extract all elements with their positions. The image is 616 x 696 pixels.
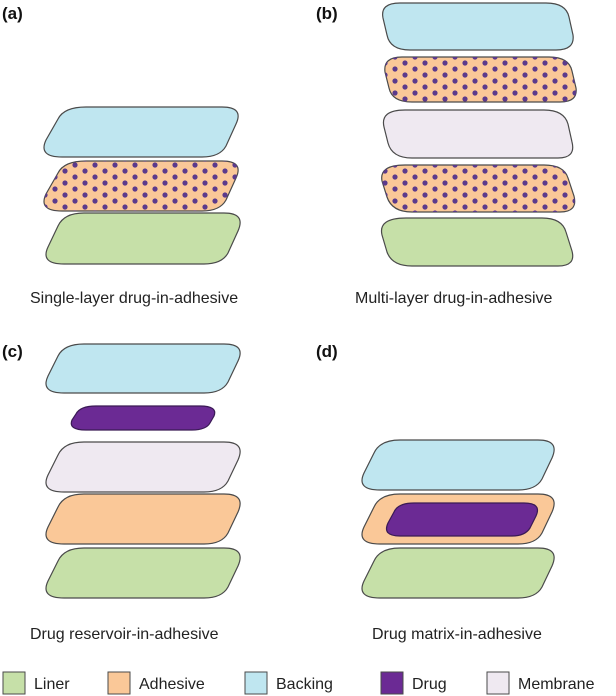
- adhesive-layer: [43, 160, 239, 212]
- backing-layer: [43, 106, 239, 158]
- panel-caption: Drug matrix-in-adhesive: [372, 626, 542, 643]
- panel-b: (b) Multi-layer drug-in-adhesive: [316, 2, 577, 307]
- panel-caption: Drug reservoir-in-adhesive: [30, 626, 219, 643]
- legend-label: Backing: [276, 676, 333, 693]
- legend-item-membrane: Membrane: [486, 671, 595, 695]
- liner-layer: [361, 547, 555, 599]
- legend-item-backing: Backing: [244, 671, 333, 695]
- legend-label: Drug: [412, 676, 447, 693]
- liner-layer: [45, 212, 241, 265]
- panel-label: (b): [316, 4, 338, 23]
- legend-label: Membrane: [518, 676, 595, 693]
- drug-dots: [384, 57, 577, 102]
- panel-a: (a) Single-layer drug-in-adhesive: [2, 4, 241, 307]
- panel-label: (c): [2, 342, 23, 361]
- panel-d: (d) Drug matrix-in-adhesive: [316, 342, 555, 643]
- legend-label: Adhesive: [139, 676, 205, 693]
- backing-layer: [45, 343, 241, 394]
- membrane-layer: [382, 109, 574, 159]
- backing-layer: [382, 2, 574, 51]
- liner-layer: [380, 217, 574, 267]
- legend-label: Liner: [34, 676, 70, 693]
- legend-item-liner: Liner: [2, 671, 70, 695]
- legend-item-drug: Drug: [380, 671, 447, 695]
- panel-label: (a): [2, 4, 23, 23]
- legend-item-adhesive: Adhesive: [107, 671, 205, 695]
- legend: Liner Adhesive Backing Drug Membrane: [2, 671, 595, 695]
- adhesive-layer: [384, 56, 577, 103]
- panel-caption: Single-layer drug-in-adhesive: [30, 290, 238, 307]
- membrane-layer: [45, 441, 241, 493]
- panel-label: (d): [316, 342, 338, 361]
- panel-caption: Multi-layer drug-in-adhesive: [355, 290, 553, 307]
- adhesive-layer: [381, 164, 576, 213]
- liner-layer: [45, 547, 241, 599]
- adhesive-layer: [45, 493, 241, 545]
- drug-layer: [70, 405, 216, 431]
- drug-matrix: [385, 502, 539, 537]
- backing-layer: [361, 439, 555, 491]
- drug-dots: [381, 165, 575, 212]
- panel-c: (c) Drug reservoir-in-adhesive: [2, 342, 241, 643]
- drug-dots: [44, 161, 239, 211]
